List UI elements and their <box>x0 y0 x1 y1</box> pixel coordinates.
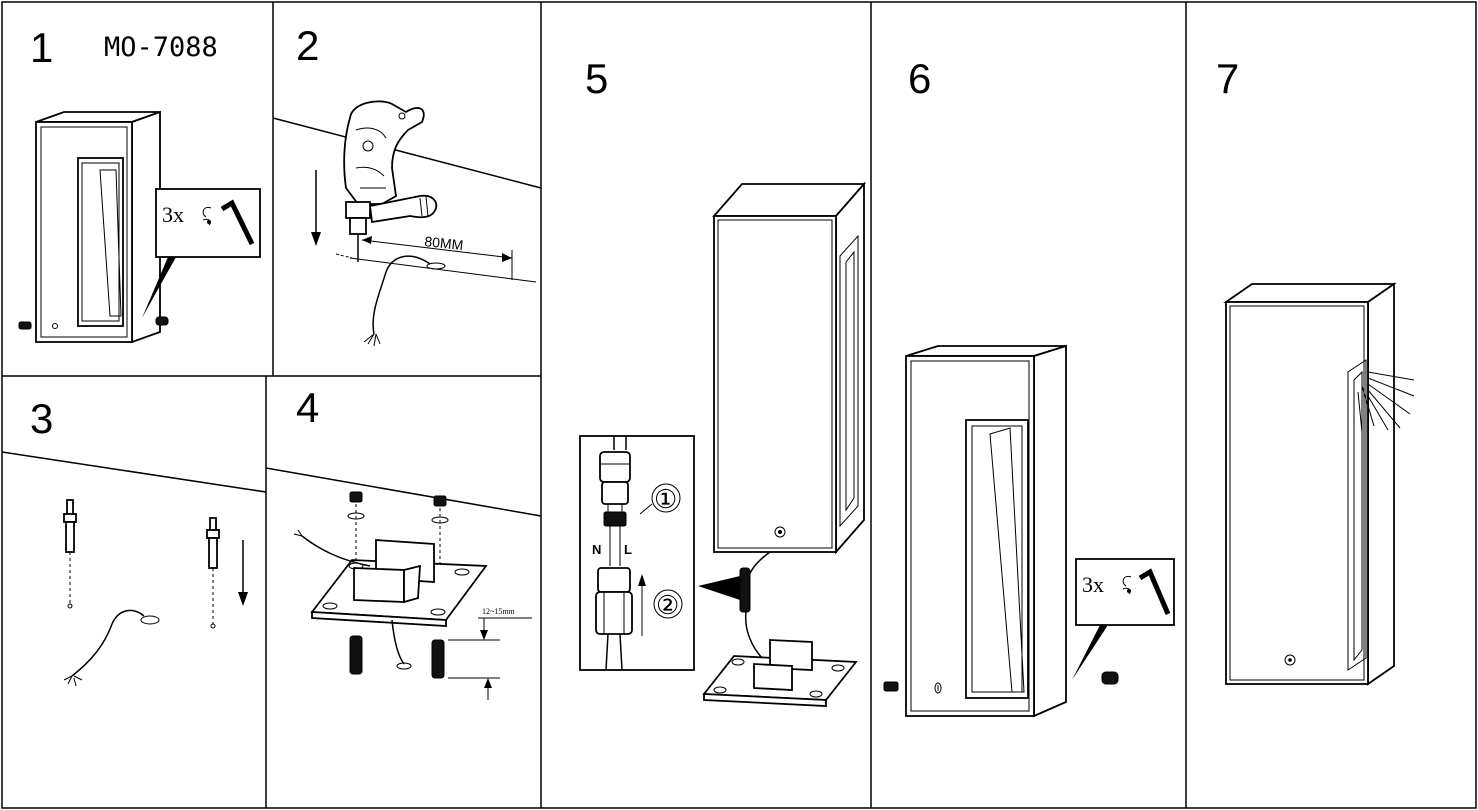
callout-2-label: ② <box>656 591 679 620</box>
step6-lamp-illustration <box>883 344 1119 718</box>
depth-range-label: 12~15mm <box>482 607 516 616</box>
step-number-1: 1 <box>30 24 53 71</box>
step2-drill-illustration: 80MM <box>272 100 542 347</box>
screw-quantity-label: 3x <box>1082 572 1104 597</box>
step7-lamp-illustration <box>1223 282 1415 686</box>
light-rays-icon <box>1357 371 1415 433</box>
step-number-2: 2 <box>296 22 319 69</box>
step-number-3: 3 <box>30 395 53 442</box>
nut-right <box>431 495 449 570</box>
step-number-5: 5 <box>585 55 608 102</box>
arrow-down-icon <box>238 540 248 606</box>
screw-quantity-label: 3x <box>162 202 184 227</box>
drill-icon <box>343 100 438 262</box>
step1-lamp-illustration <box>18 110 169 344</box>
nut-left <box>347 491 365 560</box>
step-number-4: 4 <box>296 384 319 431</box>
anchor-bolt-right <box>431 639 445 679</box>
step3-anchor-illustration <box>1 451 267 687</box>
callout-1-label: ① <box>654 485 677 514</box>
wall-anchor-left <box>63 499 77 609</box>
allen-key-icon <box>1122 568 1171 615</box>
allen-key-icon <box>202 199 255 246</box>
anchor-bolt-left <box>349 635 363 675</box>
model-number: MO-7088 <box>104 32 218 63</box>
step4-mounting-plate-illustration: 12~15mm <box>265 467 542 700</box>
allen-key-callout-6: 3x <box>1072 558 1175 680</box>
allen-key-callout-1: 3x <box>142 188 261 318</box>
wall-anchor-right <box>206 517 220 629</box>
step-number-6: 6 <box>908 55 931 102</box>
neutral-wire-label: N <box>592 542 601 557</box>
live-wire-label: L <box>624 542 632 557</box>
wiring-detail-callout: N L ① ② <box>579 435 695 671</box>
arrow-down-icon <box>311 170 321 246</box>
drill-distance-label: 80MM <box>424 233 464 253</box>
step-number-7: 7 <box>1216 55 1239 102</box>
step5-wiring-illustration <box>698 181 866 707</box>
